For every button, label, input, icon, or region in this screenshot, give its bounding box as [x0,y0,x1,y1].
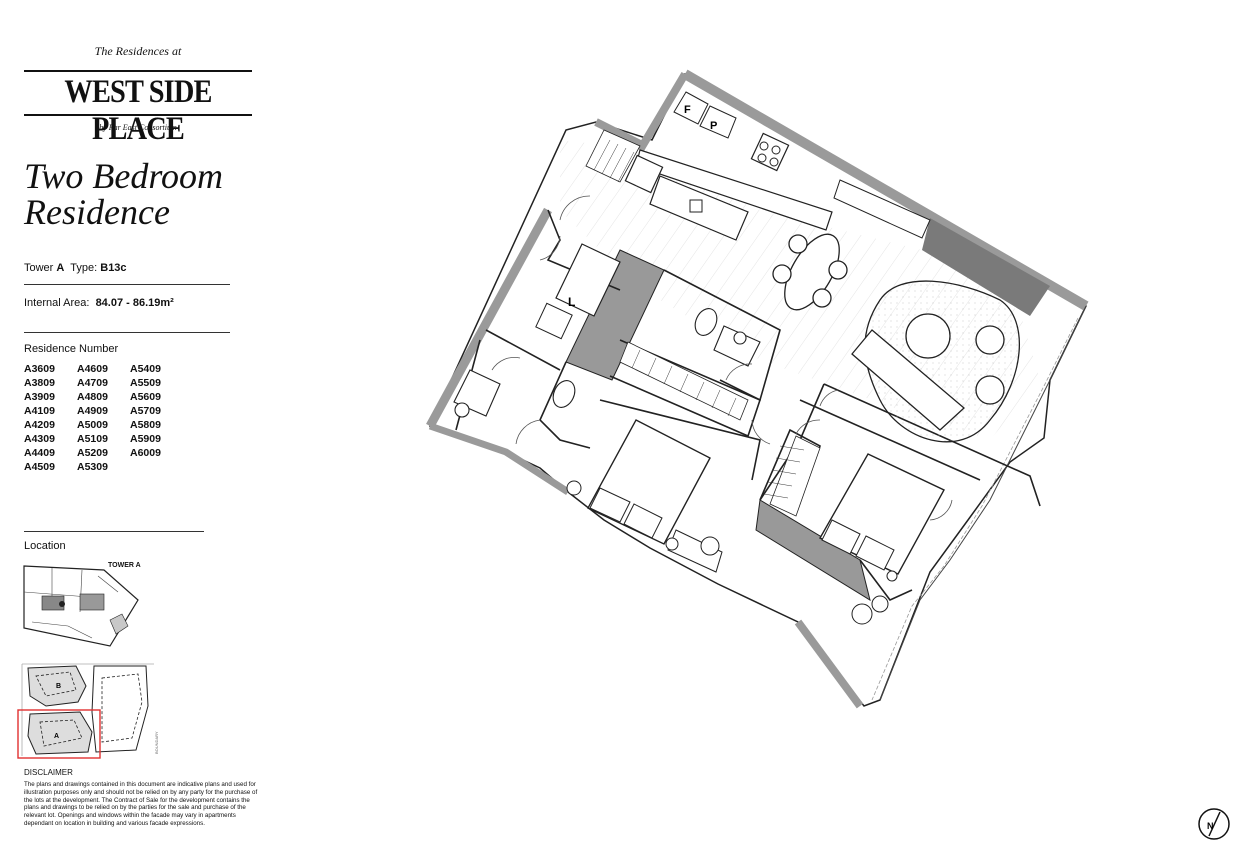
armchair [975,325,1005,355]
residence-number-column-3: A5409 A5509 A5609 A5709 A5809 A5909 A600… [130,362,161,460]
residence-number: A5409 [130,363,161,375]
disclaimer-text: The plans and drawings contained in this… [24,781,258,827]
divider [24,332,230,333]
disclaimer-title: DISCLAIMER [24,768,73,777]
residence-number-column-1: A3609 A3809 A3909 A4109 A4209 A4309 A440… [24,362,55,474]
armchair [975,375,1005,405]
site-label-a: A [54,733,59,740]
brand-frame [24,70,252,116]
divider [24,284,230,285]
residence-number: A3809 [24,377,55,389]
north-label: N [1207,821,1214,831]
boundary-label: BOUNDARY [154,731,159,754]
sofa [851,329,965,431]
living-rug [864,280,1020,443]
residence-number: A5009 [77,419,108,431]
bed-1 [587,419,711,545]
residence-number: A4909 [77,405,108,417]
pantry-cabinet [699,105,737,139]
residence-number: A4809 [77,391,108,403]
coffee-table [905,313,951,359]
internal-area-line: Internal Area: 84.07 - 86.19m² [24,297,174,309]
wall-south-east [794,619,864,709]
residence-type-line-1: Two Bedroom [24,156,224,196]
wall-kitchen [636,71,689,153]
dining-table [772,233,848,311]
wall-south [428,422,570,495]
brand-by-line: by Far East Consortium [99,123,177,132]
location-title: Location [24,540,66,552]
residence-number: A5709 [130,405,161,417]
facade-glazing [879,305,1087,701]
residence-number: A4509 [24,461,55,473]
brand-name: WEST SIDE PLACE [64,74,212,147]
laundry [555,243,621,317]
wall-north [682,69,1089,311]
type-label: Type: [70,262,98,274]
tower-value: A [56,262,65,274]
residence-number: A4409 [24,447,55,459]
tower-label: Tower [24,262,54,274]
site-plan: B A BOUNDARY [17,663,159,759]
location-key-plan [23,565,139,647]
residence-number: A3609 [24,363,55,375]
core-wall [565,249,665,381]
residence-number: A5109 [77,433,108,445]
residence-type-title: Two Bedroom Residence [24,158,274,230]
residence-number: A5809 [130,419,161,431]
residence-number: A5909 [130,433,161,445]
bench-counter [833,179,931,239]
residence-number: A5509 [130,377,161,389]
wall-thick-north [922,218,1050,316]
site-label-b: B [56,683,61,690]
residence-number: A6009 [130,447,161,459]
residence-number: A4709 [77,377,108,389]
tower-type-line: Tower A Type: B13c [24,262,127,274]
residence-number: A4609 [77,363,108,375]
brand-pre-title: The Residences at [94,44,182,58]
area-label: Internal Area: [24,297,90,309]
tower-a-label: TOWER A [108,562,141,569]
residence-number: A4209 [24,419,55,431]
pantry-label: P [710,120,717,132]
residence-number: A4309 [24,433,55,445]
fridge-cabinet [673,91,709,125]
wall-entry [594,118,642,148]
residence-number: A4109 [24,405,55,417]
residence-number: A5209 [77,447,108,459]
divider [24,531,204,532]
residence-number: A3909 [24,391,55,403]
north-arrow-icon: N [1198,808,1230,840]
floor-waste [566,480,582,496]
kitchen-sink [624,154,664,194]
laundry-label: L [568,295,575,309]
residence-number: A5609 [130,391,161,403]
residence-number: A5309 [77,461,108,473]
wall-west [426,207,552,429]
bed-2 [819,453,945,575]
cooktop [750,132,790,172]
type-value: B13c [100,262,127,274]
residence-number-title: Residence Number [24,343,119,355]
fridge-label: F [684,104,691,116]
area-value: 84.07 - 86.19m² [95,297,174,309]
residence-number-column-2: A4609 A4709 A4809 A4909 A5009 A5109 A520… [77,362,108,474]
residence-type-line-2: Residence [24,192,170,232]
